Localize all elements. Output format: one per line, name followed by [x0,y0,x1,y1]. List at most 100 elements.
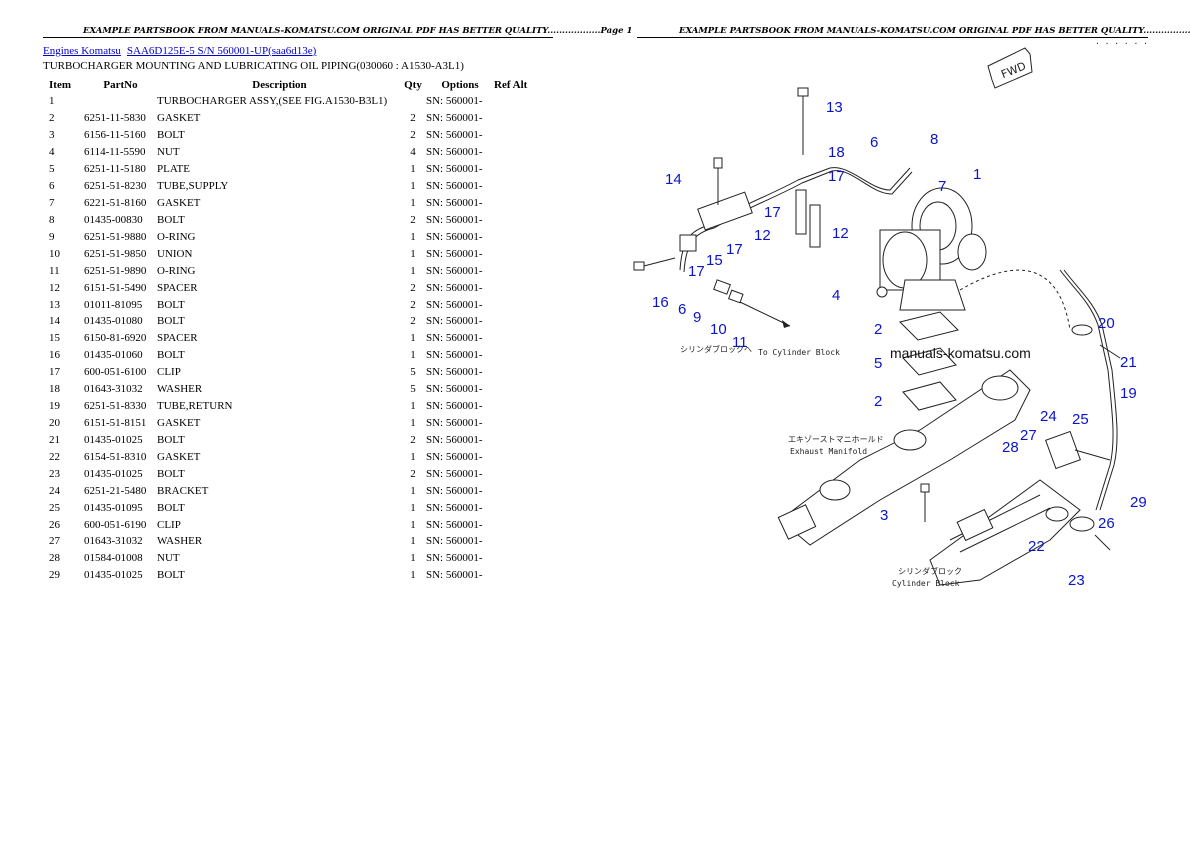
item-cell: 25 [49,501,60,514]
note-block-en: Cylinder Block [892,579,960,588]
partno-cell: 6150-81-6920 [84,332,147,345]
page-header-right: EXAMPLE PARTSBOOK FROM MANUALS-KOMATSU.C… [679,26,1190,36]
qty-cell: 4 [410,146,416,159]
note-block-jp: シリンダブロック [898,566,962,576]
ref-alt-cell [494,313,536,330]
note-manifold-en: Exhaust Manifold [790,447,867,456]
description-cell: NUT [157,552,180,565]
qty-cell: 2 [410,281,416,294]
item-cell: 1 [49,95,55,108]
partno-cell: 6156-11-5160 [84,129,146,142]
header-qty: Qty [404,78,422,91]
parts-table-header: Item PartNo Description Qty Options Ref … [43,76,536,93]
item-cell: 23 [49,467,60,480]
qty-cell: 2 [410,129,416,142]
page-header-left: EXAMPLE PARTSBOOK FROM MANUALS-KOMATSU.C… [83,26,633,36]
ref-alt-cell [494,211,536,228]
options-cell: SN: 560001- [426,112,483,125]
partno-cell: 01584-01008 [84,552,143,565]
options-cell: SN: 560001- [426,264,483,277]
item-cell: 21 [49,433,60,446]
item-cell: 14 [49,315,60,328]
ref-alt-cell [494,262,536,279]
qty-cell: 1 [410,230,416,243]
callout-17: 17 [688,263,705,280]
options-cell: SN: 560001- [426,535,483,548]
ref-alt-cell [494,398,536,415]
breadcrumb-link-model[interactable]: SAA6D125E-5 S/N 560001-UP(saa6d13e) [126,45,317,57]
description-cell: NUT [157,146,180,159]
options-cell: SN: 560001- [426,484,483,497]
options-cell: SN: 560001- [426,213,483,226]
exhaust-manifold-drawing [777,369,1031,546]
partno-cell: 6151-51-8151 [84,416,147,429]
header-description: Description [252,78,307,91]
turbocharger-drawing [876,187,987,311]
header-partno: PartNo [103,78,138,91]
partno-cell: 01435-01095 [84,501,143,514]
item-cell: 16 [49,349,60,362]
callout-19: 19 [1120,385,1137,402]
qty-cell: 1 [410,180,416,193]
supply-tube-drawing [633,87,913,328]
qty-cell: 5 [410,383,416,396]
description-cell: O-RING [157,230,196,243]
ref-alt-cell [494,516,536,533]
callout-28: 28 [1002,439,1019,456]
ref-alt-cell [494,499,536,516]
callout-23: 23 [1068,572,1085,589]
ref-alt-cell [494,550,536,567]
options-cell: SN: 560001- [426,95,483,108]
breadcrumb-link-engines[interactable]: Engines Komatsu [43,45,121,57]
partno-cell: 01011-81095 [84,298,143,311]
gasket-stack-drawing [899,311,959,411]
partno-cell: 6251-51-8230 [84,180,147,193]
ref-alt-cell [494,330,536,347]
qty-cell: 1 [410,416,416,429]
item-cell: 13 [49,298,60,311]
header-rule-left [43,37,553,38]
callout-12: 12 [754,227,771,244]
qty-cell: 5 [410,366,416,379]
item-cell: 2 [49,112,55,125]
description-cell: UNION [157,247,193,260]
options-cell: SN: 560001- [426,332,483,345]
qty-cell: 1 [410,349,416,362]
description-cell: GASKET [157,196,201,209]
item-cell: 10 [49,247,60,260]
ref-alt-cell [494,567,536,584]
callout-17: 17 [726,241,743,258]
callout-26: 26 [1098,515,1115,532]
options-cell: SN: 560001- [426,467,483,480]
ref-alt-cell [494,161,536,178]
description-cell: CLIP [157,366,181,379]
options-cell: SN: 560001- [426,433,483,446]
partno-cell: 01435-01025 [84,467,143,480]
options-cell: SN: 560001- [426,196,483,209]
dot-marks: · · · · · · [1095,40,1148,48]
callout-13: 13 [826,99,843,116]
callout-16: 16 [652,294,669,311]
ref-alt-cell [494,93,536,110]
qty-cell: 1 [410,569,416,582]
item-cell: 9 [49,230,55,243]
header-item: Item [49,78,71,91]
callout-17: 17 [764,204,781,221]
partno-cell: 6251-11-5830 [84,112,146,125]
callout-22: 22 [1028,538,1045,555]
note-manifold-jp: エキゾーストマニホールド [788,435,884,444]
options-cell: SN: 560001- [426,129,483,142]
description-cell: BOLT [157,569,185,582]
item-cell: 3 [49,129,55,142]
partno-cell: 6251-51-9890 [84,264,147,277]
note-to-block-en: To Cylinder Block [758,348,840,357]
